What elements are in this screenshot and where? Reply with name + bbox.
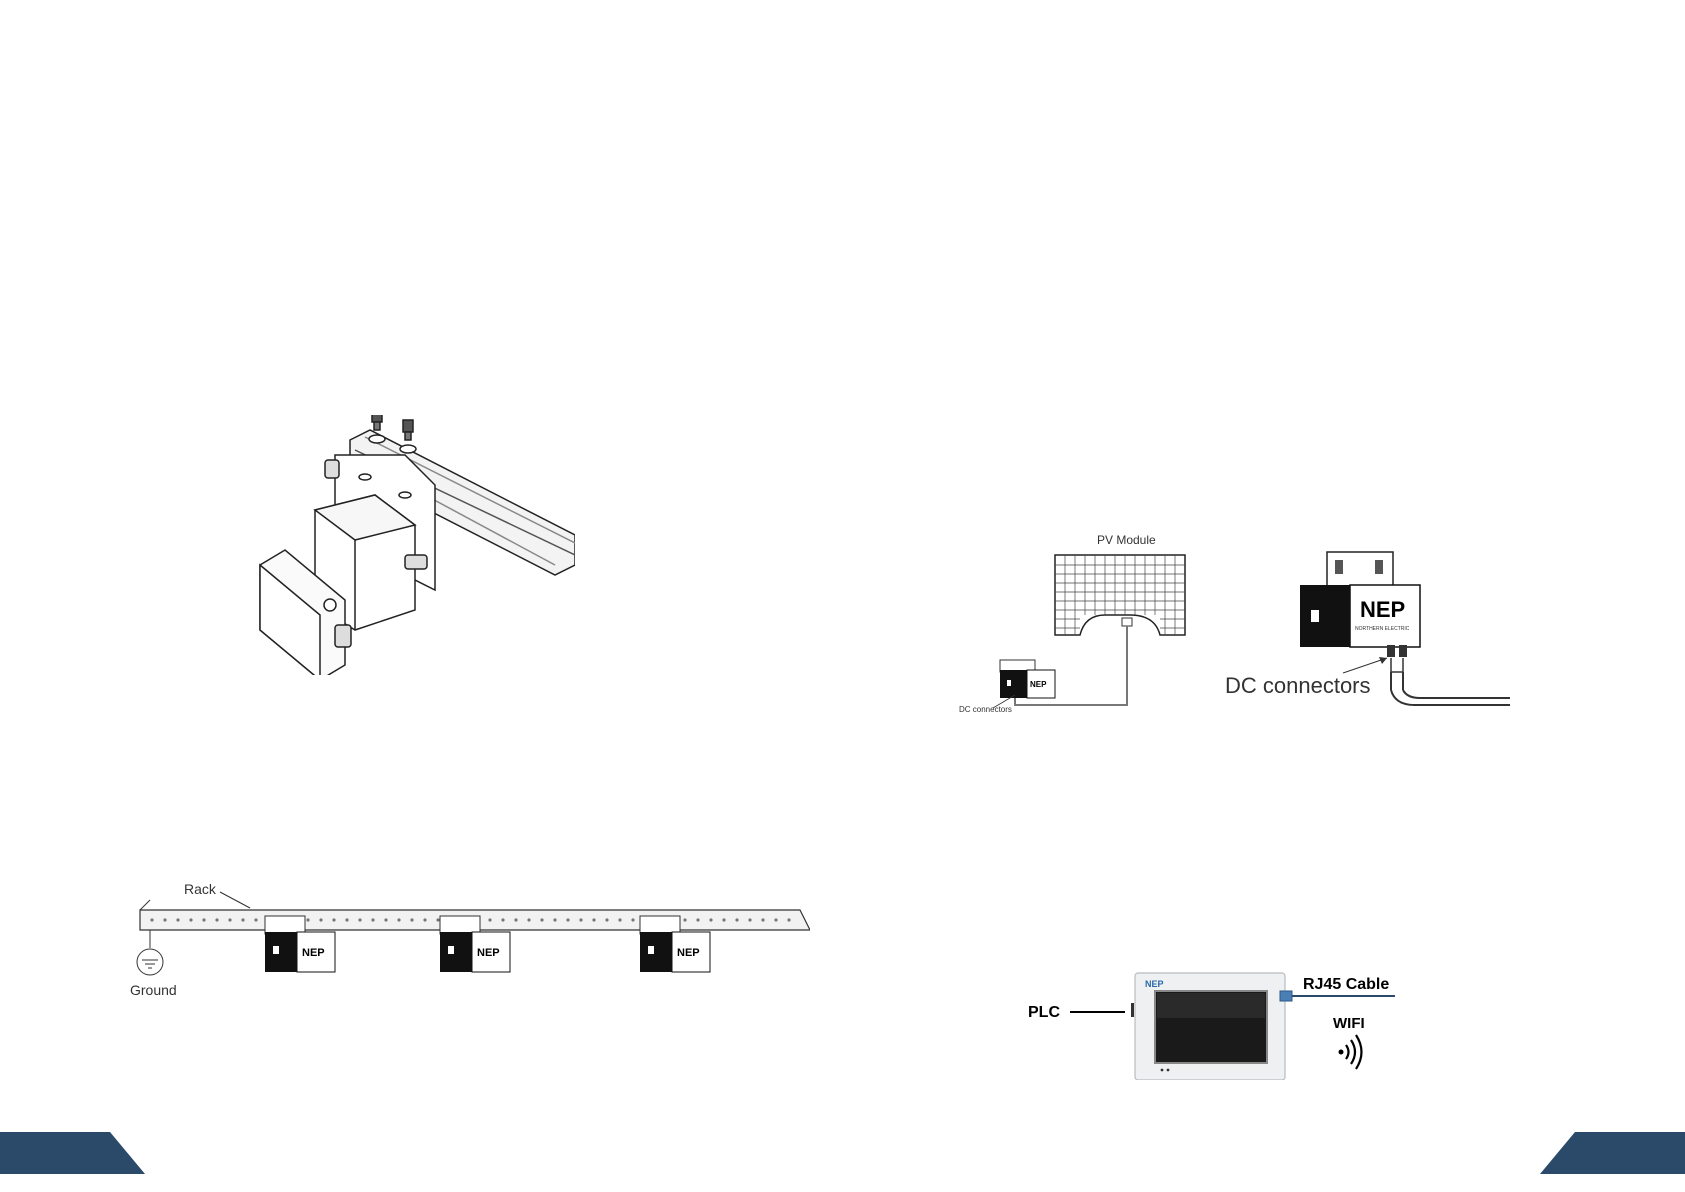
device-logo: NEP [1145,979,1164,989]
rack-hole [423,918,426,921]
rack-hole [150,918,153,921]
rack-hole [228,918,231,921]
rack-hole [553,918,556,921]
rack-hole [332,918,335,921]
rack-figure: Rack Ground NEP NEP [110,880,810,1000]
rack-hole [254,918,257,921]
rack-hole [683,918,686,921]
rack-hole [436,918,439,921]
big-dc-label: DC connectors [1225,673,1371,698]
rack-hole [358,918,361,921]
small-unit-logo: NEP [1030,680,1047,689]
wifi-label: WIFI [1333,1015,1365,1032]
rack-hole [241,918,244,921]
gateway-figure: PLC NEP RJ45 Cable WIFI [1015,965,1435,1080]
rack-hole [696,918,699,921]
rack-hole [488,918,491,921]
rack-hole [787,918,790,921]
pv-module-panel [1055,555,1185,635]
rack-hole [527,918,530,921]
rack-hole [774,918,777,921]
rack-hole [735,918,738,921]
rack-hole [189,918,192,921]
unit-logo-2: NEP [477,947,500,959]
footer-tab-left [0,1132,145,1174]
large-microinverter: NEP NORTHERN ELECTRIC [1300,552,1420,657]
rack-hole [605,918,608,921]
rack-hole [618,918,621,921]
rack-hole [540,918,543,921]
pv-connection-figure: PV Module NEP DC connectors NEP NORTHERN… [955,530,1515,730]
rack-hole [761,918,764,921]
rack-hole [202,918,205,921]
rack-hole [566,918,569,921]
rack-label: Rack [184,881,217,897]
unit-logo-1: NEP [302,947,325,959]
rack-hole [709,918,712,921]
wifi-icon [1339,1035,1362,1069]
rack-hole [345,918,348,921]
rack-hole [579,918,582,921]
unit-logo-3: NEP [677,947,700,959]
rack-hole [319,918,322,921]
rack-hole [176,918,179,921]
rack-hole [722,918,725,921]
small-dc-label: DC connectors [959,705,1012,714]
rack-hole [384,918,387,921]
rack-hole [371,918,374,921]
plc-label: PLC [1028,1004,1060,1021]
junction-box-figure [255,415,575,675]
rack-hole [397,918,400,921]
rack-hole [631,918,634,921]
rj45-label: RJ45 Cable [1303,976,1389,993]
rack-hole [514,918,517,921]
footer-tab-right [1540,1132,1685,1174]
pv-module-label: PV Module [1097,533,1156,547]
rack-hole [163,918,166,921]
rack-hole [501,918,504,921]
rack-hole [410,918,413,921]
ground-label: Ground [130,982,177,998]
rack-hole [306,918,309,921]
large-unit-sub-logo: NORTHERN ELECTRIC [1355,626,1410,632]
rack-hole [748,918,751,921]
rack-hole [592,918,595,921]
rack-hole [215,918,218,921]
large-unit-logo: NEP [1360,597,1405,622]
small-microinverter: NEP [1000,660,1055,698]
gateway-device: NEP [1135,973,1285,1080]
